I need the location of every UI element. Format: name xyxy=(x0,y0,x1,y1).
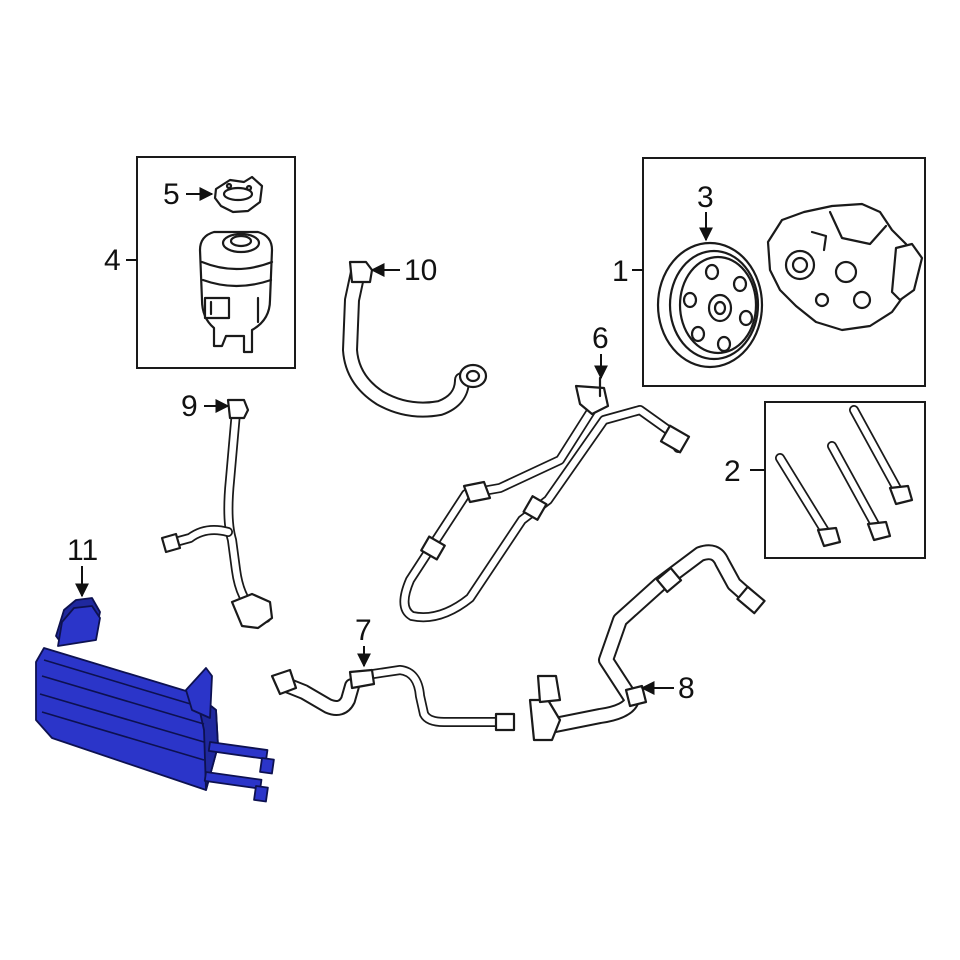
cooler-return-hose[interactable] xyxy=(528,544,766,742)
callout-10-label: 10 xyxy=(404,254,437,287)
feed-hose[interactable] xyxy=(160,398,274,630)
callout-8-label: 8 xyxy=(678,672,695,705)
reservoir-group-box xyxy=(136,156,296,369)
callout-6-label: 6 xyxy=(592,322,609,355)
pressure-line[interactable] xyxy=(399,376,691,623)
bolt-3[interactable] xyxy=(849,405,914,506)
bolt-1[interactable] xyxy=(775,453,842,548)
callout-2-label: 2 xyxy=(724,455,741,488)
callout-1: 1 xyxy=(612,255,643,288)
callout-5: 5 xyxy=(163,178,214,211)
callout-4-label: 4 xyxy=(104,244,121,277)
pump-body[interactable] xyxy=(766,202,924,332)
callout-3-label: 3 xyxy=(697,181,714,214)
callout-9-label: 9 xyxy=(181,390,198,423)
callout-4: 4 xyxy=(104,244,137,277)
callout-1-label: 1 xyxy=(612,255,629,288)
callout-7: 7 xyxy=(355,614,372,668)
power-steering-cooler[interactable] xyxy=(35,597,275,803)
callout-2: 2 xyxy=(724,455,765,488)
pump-group xyxy=(642,157,926,387)
bolt-2[interactable] xyxy=(827,441,892,542)
callout-5-label: 5 xyxy=(163,178,180,211)
reservoir-cap[interactable] xyxy=(213,175,264,214)
return-hose[interactable] xyxy=(342,260,488,418)
pump-pulley[interactable] xyxy=(656,241,764,369)
callout-10: 10 xyxy=(370,254,437,287)
cooler-supply-line[interactable] xyxy=(270,665,516,732)
callout-6: 6 xyxy=(592,322,609,380)
callout-8: 8 xyxy=(640,672,695,705)
callout-3: 3 xyxy=(697,181,714,242)
reservoir-group xyxy=(136,156,296,369)
callout-7-label: 7 xyxy=(355,614,372,647)
callout-11-label: 11 xyxy=(67,534,98,567)
bolt-group-box xyxy=(764,401,926,559)
callout-11: 11 xyxy=(67,534,98,598)
pump-group-box xyxy=(642,157,926,387)
bolt-group xyxy=(764,401,926,559)
callout-9: 9 xyxy=(181,390,230,423)
reservoir-body[interactable] xyxy=(198,230,274,354)
